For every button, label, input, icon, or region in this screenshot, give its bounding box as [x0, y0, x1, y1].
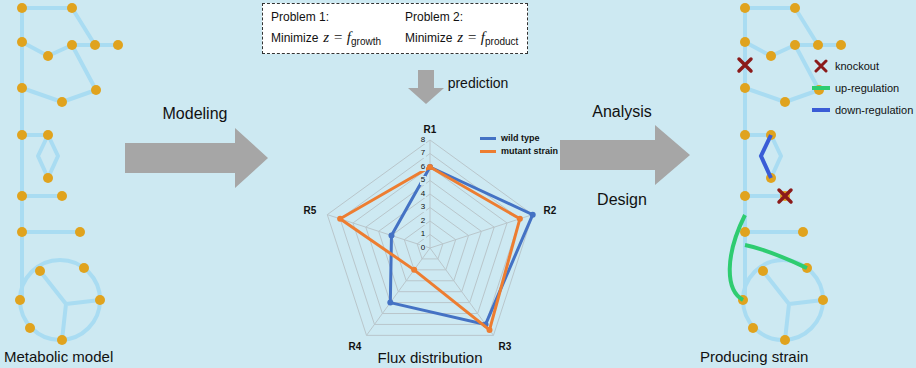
- caption-label: Metabolic model: [4, 349, 113, 366]
- problem-row: Minimize z = fproduct: [405, 26, 518, 49]
- legend-label: wild type: [501, 133, 540, 143]
- problem-column: Problem 2: Minimize z = fproduct: [405, 8, 518, 49]
- objective-text: Minimize: [271, 31, 318, 45]
- legend-label: down-regulation: [835, 104, 913, 116]
- axis-label: 7: [420, 149, 426, 158]
- objective-text: Minimize: [405, 31, 452, 45]
- axis-label: 2: [420, 217, 426, 226]
- legend-swatch: [480, 137, 496, 140]
- series-point: [487, 327, 493, 333]
- series-line: [340, 167, 520, 330]
- problem-row: Problem 2:: [405, 8, 518, 26]
- legend-label: up-regulation: [835, 82, 899, 94]
- axis-label: 5: [420, 176, 426, 185]
- problem-heading: Problem 1:: [271, 10, 329, 24]
- axis-label: R5: [304, 205, 317, 216]
- caption-label: Modeling: [163, 105, 228, 123]
- problem-column: Problem 1: Minimize z = fgrowth: [271, 8, 381, 49]
- axis-label: R2: [544, 205, 557, 216]
- subscript: product: [485, 36, 518, 47]
- objective-text: z = f: [457, 29, 485, 45]
- problem-box: Problem 1:Minimizez = fgrowthProblem 2:M…: [262, 3, 528, 54]
- legend-item: down-regulation: [812, 104, 913, 116]
- grid-ring: [327, 140, 532, 335]
- grid-axis: [327, 215, 430, 248]
- radar-chart: [327, 140, 535, 335]
- series-point: [337, 216, 343, 222]
- caption-label: prediction: [448, 76, 509, 91]
- axis-label: R1: [424, 124, 437, 135]
- legend-swatch: [480, 150, 496, 153]
- series-point: [517, 216, 523, 222]
- legend-item: wild type: [480, 133, 540, 143]
- legend-label: knockout: [835, 60, 879, 72]
- subscript: growth: [351, 36, 381, 47]
- legend-item: mutant strain: [480, 146, 558, 156]
- caption-label: Analysis: [592, 103, 652, 121]
- series-point: [411, 267, 417, 273]
- caption-label: Producing strain: [700, 349, 808, 366]
- problem-heading: Problem 2:: [405, 10, 463, 24]
- axis-label: R4: [349, 341, 362, 352]
- legend-swatch: [812, 108, 830, 112]
- objective-text: z = f: [323, 29, 351, 45]
- grid-axis: [430, 140, 431, 248]
- axis-label: 0: [420, 244, 426, 253]
- caption-label: Design: [597, 191, 647, 209]
- axis-label: R3: [499, 341, 512, 352]
- regulation-overlay: [730, 59, 807, 300]
- grid-axis: [367, 248, 430, 335]
- legend-item: up-regulation: [812, 82, 899, 94]
- legend-item: knockout: [812, 59, 879, 73]
- axis-label: 1: [420, 230, 426, 239]
- problem-row: Minimize z = fgrowth: [271, 26, 381, 49]
- series-point: [427, 164, 433, 170]
- legend-swatch: [812, 86, 830, 90]
- axis-label: 3: [420, 203, 426, 212]
- series-point: [387, 300, 393, 306]
- axis-label: 4: [420, 190, 426, 199]
- legend-label: mutant strain: [501, 146, 558, 156]
- series-point: [530, 212, 536, 218]
- axis-label: 8: [420, 136, 426, 145]
- series-point: [388, 232, 394, 238]
- series-point: [427, 164, 433, 170]
- problem-row: Problem 1:: [271, 8, 381, 26]
- axis-label: 6: [420, 163, 426, 172]
- knockout-symbol: [812, 59, 830, 73]
- caption-label: Flux distribution: [377, 350, 482, 367]
